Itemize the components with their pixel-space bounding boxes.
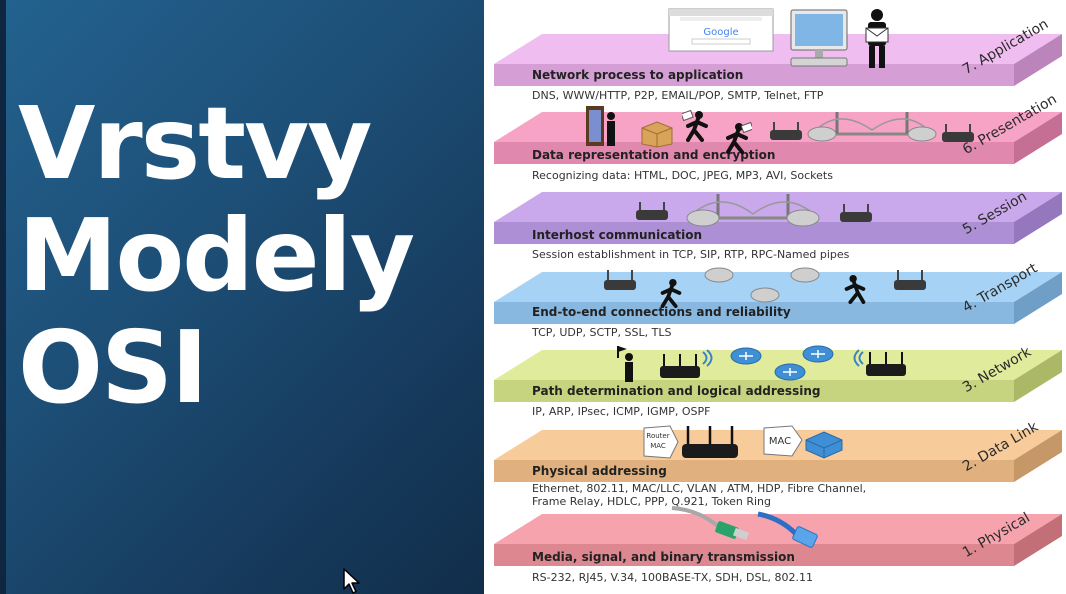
mac-tag-label: MAC: [769, 436, 791, 447]
layer-2-title: Physical addressing: [532, 464, 667, 478]
router-icon: [604, 270, 636, 290]
layer-3-protocols: IP, ARP, IPsec, ICMP, IGMP, OSPF: [532, 405, 711, 418]
network-switch-icon: [730, 347, 762, 365]
network-switch-icon: [704, 267, 734, 283]
running-person-envelope-icon: [660, 278, 682, 308]
layer-3-title: Path determination and logical addressin…: [532, 384, 821, 398]
title-line-2: Modely: [18, 197, 415, 314]
router-icon: [840, 204, 872, 222]
layer-4-protocols: TCP, UDP, SCTP, SSL, TLS: [532, 326, 672, 339]
fiber-cable-icon: [671, 506, 749, 541]
router-mac-tag-line-2: MAC: [650, 442, 666, 450]
computer-monitor-icon: [790, 9, 848, 67]
google-logo: Google: [703, 27, 738, 38]
wireless-router-icon: [682, 426, 738, 458]
browser-window-icon: Google: [668, 8, 774, 52]
layer-5-protocols: Session establishment in TCP, SIP, RTP, …: [532, 248, 850, 261]
layer-7-protocols: DNS, WWW/HTTP, P2P, EMAIL/POP, SMTP, Tel…: [532, 89, 824, 102]
network-switch-icon: [750, 287, 780, 303]
layer-slab-3: [494, 350, 1062, 402]
layer-slab-7: [494, 34, 1062, 86]
network-switch-icon: [805, 431, 843, 459]
slide-left-panel: Vrstvy Modely OSI: [0, 0, 484, 594]
layer-1-protocols: RS-232, RJ45, V.34, 100BASE-TX, SDH, DSL…: [532, 571, 814, 584]
slide-title: Vrstvy Modely OSI: [18, 85, 415, 426]
title-line-1: Vrstvy: [18, 85, 372, 202]
router-mac-tag-line-1: Router: [646, 432, 669, 440]
bridge-icon: [807, 112, 937, 142]
network-switch-icon: [790, 267, 820, 283]
wifi-signal-icon: [702, 349, 713, 367]
layer-7-title: Network process to application: [532, 68, 744, 82]
ethernet-cable-icon: [757, 511, 818, 548]
router-icon: [770, 122, 802, 140]
wifi-signal-icon: [853, 349, 864, 367]
mouse-cursor-icon: [343, 568, 360, 594]
layer-4-title: End-to-end connections and reliability: [532, 305, 791, 319]
layer-1-title: Media, signal, and binary transmission: [532, 550, 795, 564]
title-line-3: OSI: [18, 309, 208, 426]
router-icon: [894, 270, 926, 290]
package-icon: [641, 121, 673, 148]
running-person-envelope-icon: [844, 274, 866, 304]
layer-2-protocols-line-1: Ethernet, 802.11, MAC/LLC, VLAN , ATM, H…: [532, 482, 867, 495]
wireless-router-icon: [866, 352, 906, 376]
mac-tag-icon: Router MAC: [643, 425, 679, 459]
running-person-envelope-icon: [726, 122, 752, 154]
wireless-router-icon: [660, 354, 700, 378]
flag-person-icon: [617, 346, 633, 382]
network-switch-icon: [802, 345, 834, 363]
layer-slab-1: [494, 514, 1062, 566]
network-switch-icon: [774, 363, 806, 381]
layer-5-title: Interhost communication: [532, 228, 703, 242]
mac-tag-icon: MAC: [763, 425, 803, 457]
layer-2-protocols-line-2: Frame Relay, HDLC, PPP, Q.921, Token Rin…: [532, 495, 772, 508]
router-icon: [942, 124, 974, 142]
panel-edge: [0, 0, 6, 594]
person-envelope-icon: [865, 9, 889, 68]
layer-6-title: Data representation and encryption: [532, 148, 776, 162]
door-person-icon: [586, 106, 615, 146]
running-person-envelope-icon: [682, 110, 708, 142]
osi-layer-stack: Network process to application DNS, WWW/…: [484, 0, 1066, 594]
layer-6-protocols: Recognizing data: HTML, DOC, JPEG, MP3, …: [532, 169, 833, 182]
layer-slab-4: [494, 272, 1062, 324]
router-icon: [636, 202, 668, 220]
bridge-icon: [686, 194, 820, 227]
